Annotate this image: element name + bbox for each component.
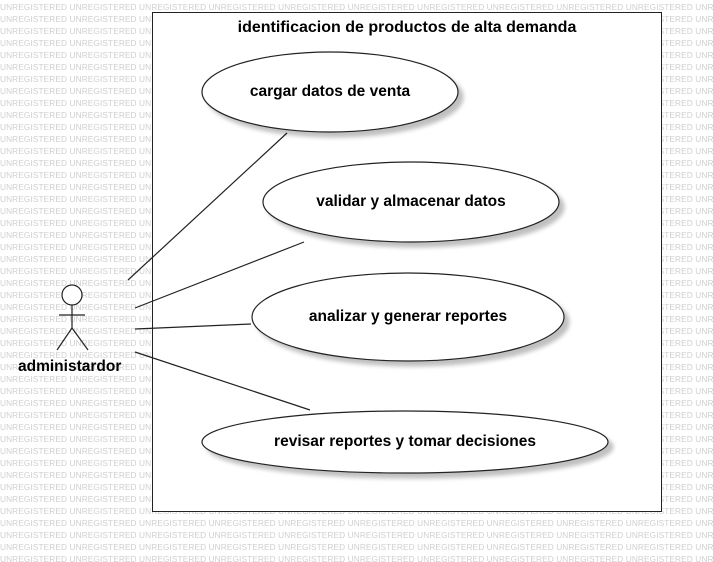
use-case-ellipse-cargar[interactable] [201,51,459,133]
watermark-row: UNREGISTERED UNREGISTERED UNREGISTERED U… [0,542,713,552]
association-line-analizar [134,323,252,330]
actor-figure-icon[interactable] [56,284,89,351]
watermark-row: UNREGISTERED UNREGISTERED UNREGISTERED U… [0,2,713,12]
use-case-label-validar: validar y almacenar datos [316,193,506,210]
watermark-row: UNREGISTERED UNREGISTERED UNREGISTERED U… [0,554,713,562]
use-case-label-analizar: analizar y generar reportes [308,308,508,325]
use-case-label-revisar: revisar reportes y tomar decisiones [274,433,536,450]
association-line-cargar [127,132,288,281]
association-line-revisar [134,351,311,411]
use-case-label-cargar: cargar datos de venta [249,83,411,100]
association-line-validar [134,241,305,309]
watermark-row: UNREGISTERED UNREGISTERED UNREGISTERED U… [0,530,713,540]
actor-name: administardor [18,358,122,375]
use-case-ellipse-revisar[interactable] [201,410,609,474]
use-case-ellipse-validar[interactable] [262,161,560,243]
use-case-ellipse-analizar[interactable] [251,272,565,362]
system-title: identificacion de productos de alta dema… [237,19,577,36]
watermark-row: UNREGISTERED UNREGISTERED UNREGISTERED U… [0,518,713,528]
